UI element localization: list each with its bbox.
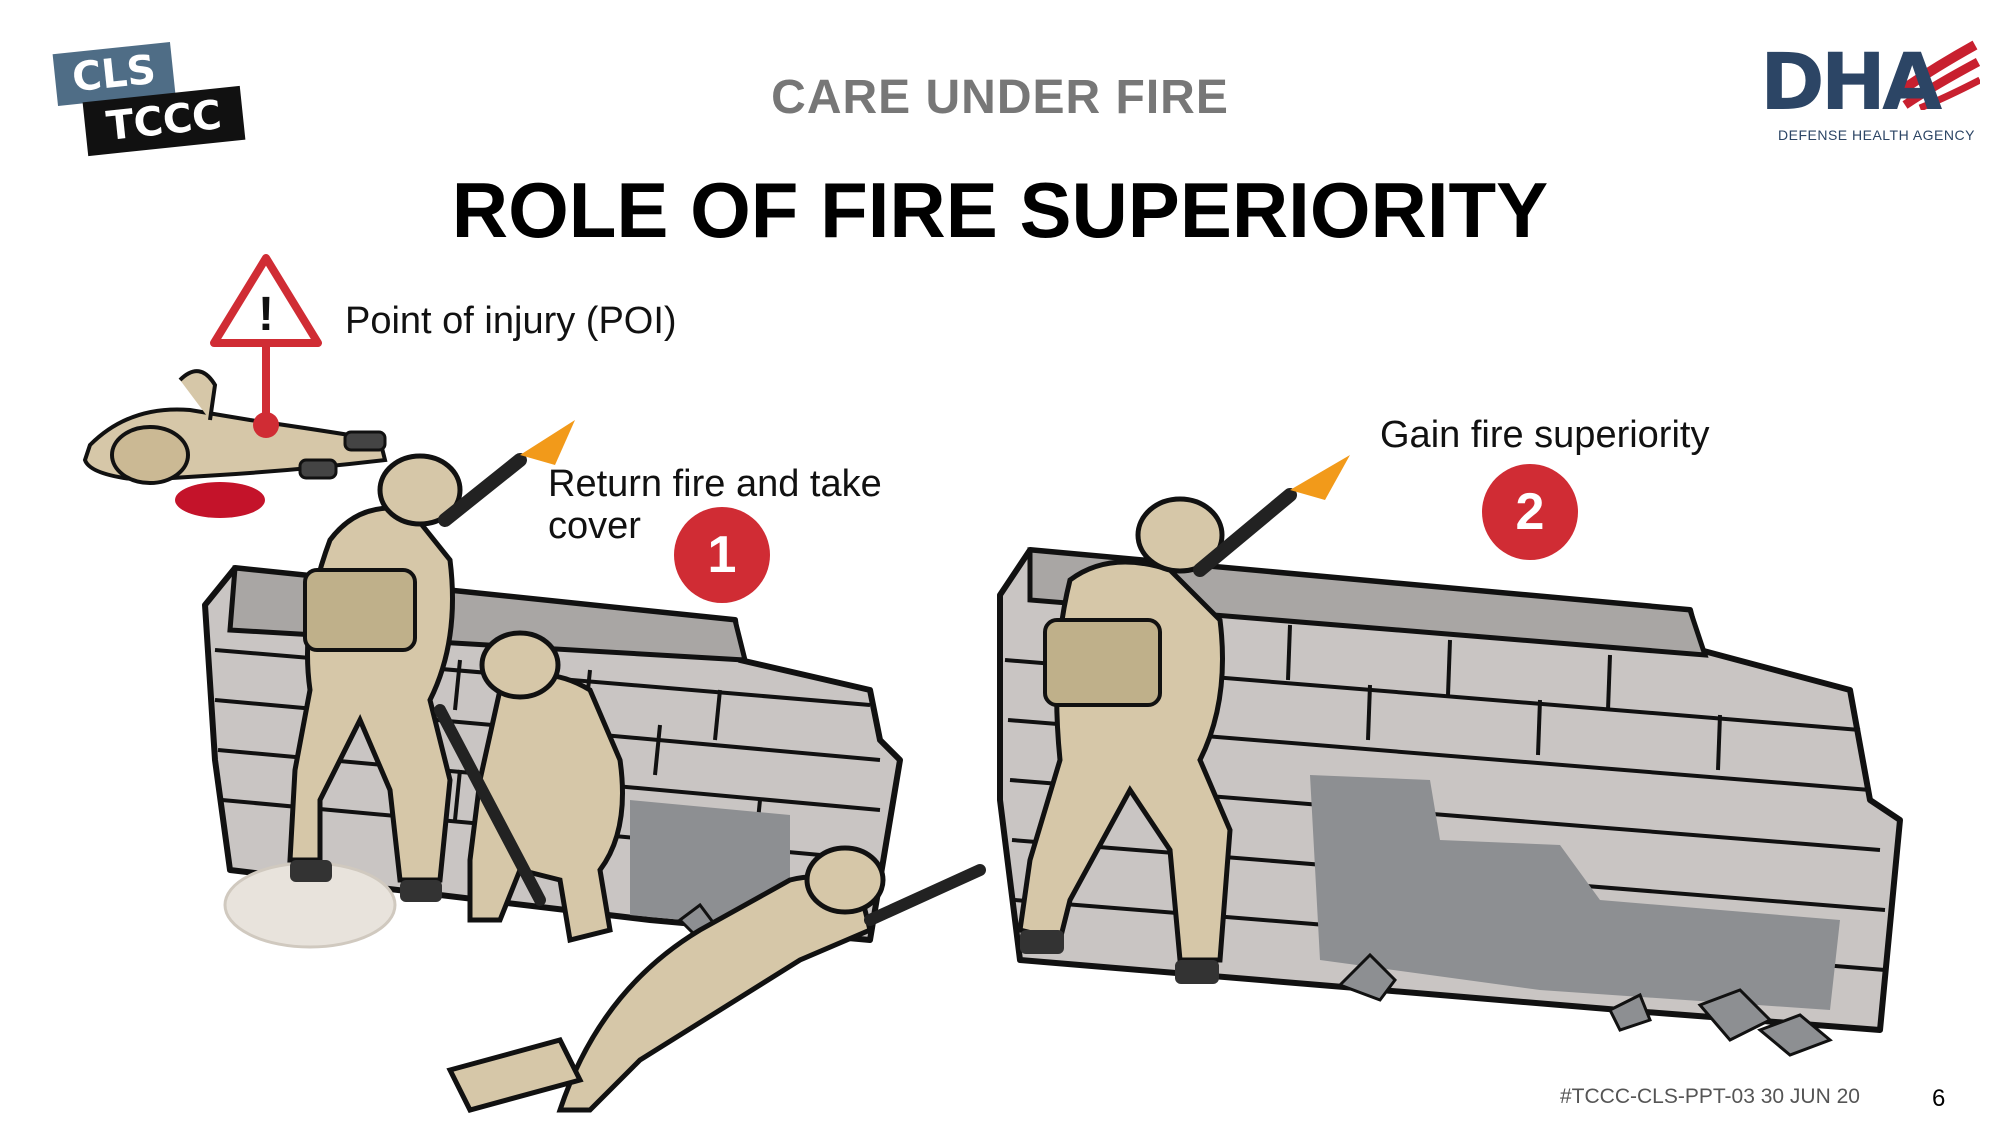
soldier-firing-right xyxy=(1017,455,1350,984)
section-title: CARE UNDER FIRE xyxy=(771,71,1229,124)
dha-logo-text: DHA xyxy=(1760,38,1942,128)
soldier-firing-left xyxy=(287,420,575,902)
step-1-badge: 1 xyxy=(674,507,770,603)
poi-caption: Point of injury (POI) xyxy=(345,300,677,342)
footer-reference: #TCCC-CLS-PPT-03 30 JUN 20 xyxy=(1560,1085,1860,1108)
dha-logo-subtitle: DEFENSE HEALTH AGENCY xyxy=(1778,127,1975,143)
svg-text:!: ! xyxy=(258,288,274,341)
soldier-crawling xyxy=(446,845,986,1113)
rubble xyxy=(677,902,1833,1057)
step-2-badge: 2 xyxy=(1482,464,1578,560)
injured-soldier xyxy=(82,369,388,518)
gain-superiority-caption: Gain fire superiority xyxy=(1380,414,1710,456)
soldier-crouching xyxy=(434,630,625,944)
slide-title: ROLE OF FIRE SUPERIORITY xyxy=(451,166,1549,254)
us-flag-stripes-icon xyxy=(1892,40,1980,110)
return-fire-caption: Return fire and take cover xyxy=(548,463,882,547)
warning-sign-icon: ! xyxy=(210,254,322,438)
page-number: 6 xyxy=(1932,1085,1946,1112)
